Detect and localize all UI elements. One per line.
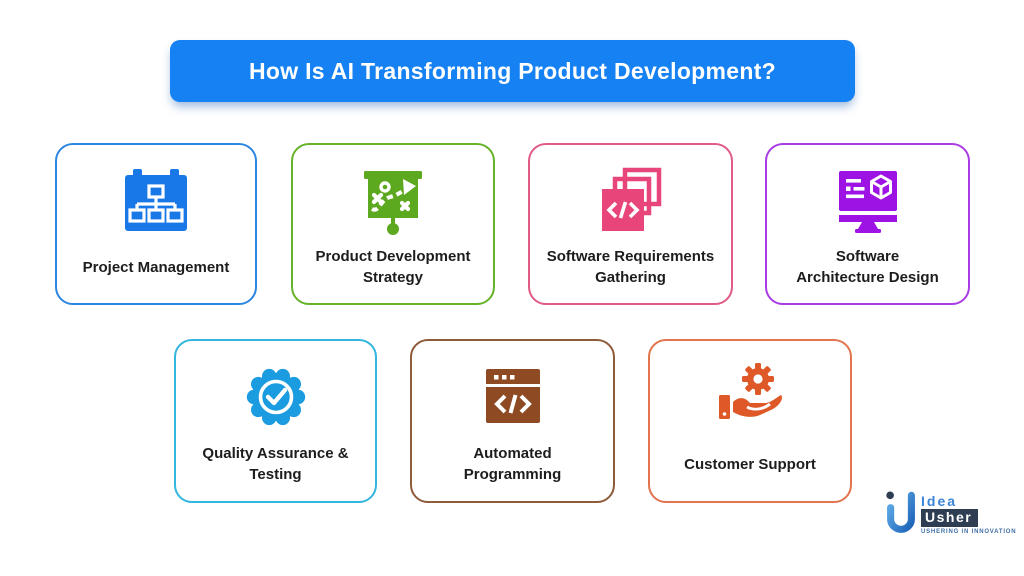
card-label: Product Development Strategy [315, 248, 471, 286]
card-software-requirements-gathering: Software Requirements Gathering [528, 143, 733, 305]
card-label: Software Requirements Gathering [546, 248, 715, 286]
card-label: Automated Programming [463, 445, 562, 483]
monitor-architecture-icon [832, 163, 904, 241]
iu-monogram-icon [884, 490, 918, 551]
card-customer-support: Customer Support [648, 339, 852, 503]
calendar-orgchart-icon [120, 163, 192, 241]
card-label: Quality Assurance & Testing [202, 445, 349, 483]
idea-usher-logo: Idea Usher USHERING IN INNOVATION [884, 490, 1016, 551]
card-label: Software Architecture Design [796, 248, 939, 286]
card-product-development-strategy: Product Development Strategy [291, 143, 495, 305]
hand-gear-icon [714, 359, 786, 437]
badge-check-icon [240, 359, 312, 437]
card-automated-programming: Automated Programming [410, 339, 615, 503]
title-text: How Is AI Transforming Product Developme… [248, 57, 777, 84]
strategy-board-icon [357, 163, 429, 241]
logo-brand-top: Idea [921, 493, 958, 509]
stacked-code-squares-icon [595, 163, 667, 241]
card-project-management: Project Management [55, 143, 257, 305]
code-window-icon [477, 359, 549, 437]
card-label: Customer Support [684, 455, 816, 473]
logo-brand-bottom: Usher [921, 508, 979, 528]
card-software-architecture-design: Software Architecture Design [765, 143, 970, 305]
card-label: Project Management [82, 258, 230, 276]
logo-tagline: USHERING IN INNOVATION [921, 529, 1017, 536]
title-banner: How Is AI Transforming Product Developme… [170, 40, 855, 102]
card-quality-assurance-testing: Quality Assurance & Testing [174, 339, 377, 503]
